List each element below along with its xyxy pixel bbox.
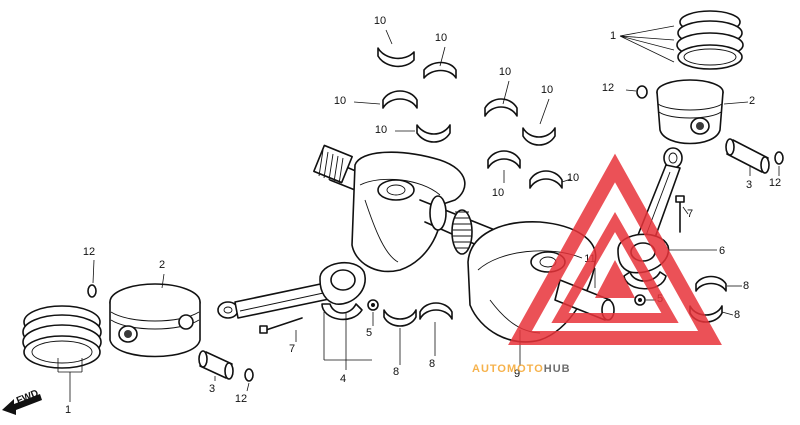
watermark-triangle-mark: [508, 153, 722, 345]
callout-c-1-left: 1: [65, 404, 71, 416]
callout-c-2-left: 2: [159, 259, 165, 271]
circlip-left: [87, 284, 97, 298]
callout-c-10-e: 10: [499, 66, 511, 78]
callout-c-4: 4: [340, 373, 346, 385]
crankshaft-gear: [451, 209, 473, 255]
callout-c-7-right: 7: [687, 208, 693, 220]
rod-bearing-left-a: [383, 309, 417, 327]
callout-c-10-b: 10: [435, 32, 447, 44]
rod-nut-right: [634, 294, 646, 306]
callout-c-7-left: 7: [289, 343, 295, 355]
callout-c-8-b: 8: [734, 309, 740, 321]
crankshaft-spline: [313, 144, 353, 185]
callout-c-12-right: 12: [769, 177, 781, 189]
callout-c-12-top: 12: [602, 82, 614, 94]
callout-c-12-bottom: 12: [235, 393, 247, 405]
piston-rings-left: [22, 305, 102, 369]
piston-pin-right: [725, 138, 770, 174]
piston-pin-left: [198, 350, 234, 380]
callout-c-12-left: 12: [83, 246, 95, 258]
callout-c-2-top: 2: [749, 95, 755, 107]
rod-nut-left: [367, 299, 379, 311]
callout-c-10-f: 10: [541, 84, 553, 96]
main-bearing-shells-center: [484, 98, 563, 189]
circlip-bottom: [244, 368, 254, 382]
callout-c-8-bottom-a: 8: [393, 366, 399, 378]
piston-top: [656, 79, 724, 145]
watermark-part-automoto: AUTOMOTO: [472, 363, 544, 375]
piston-rings-top: [676, 10, 744, 70]
circlip-top: [636, 85, 648, 99]
rod-bearing-left-b: [419, 302, 453, 320]
watermark-part-hub: HUB: [544, 363, 571, 375]
callout-c-10-d: 10: [375, 124, 387, 136]
rod-bolt-left: [265, 317, 303, 331]
callout-c-10-g: 10: [492, 187, 504, 199]
callout-c-6: 6: [719, 245, 725, 257]
callout-c-9: 9: [514, 368, 520, 380]
callout-c-8-a: 8: [743, 280, 749, 292]
callout-c-1-top: 1: [610, 30, 616, 42]
callout-c-3-right: 3: [746, 179, 752, 191]
fwd-arrow-icon: [2, 394, 42, 415]
callout-c-10-c: 10: [334, 95, 346, 107]
callout-c-10-h: 10: [567, 172, 579, 184]
circlip-right: [774, 151, 784, 165]
connecting-rod-left: [217, 262, 366, 321]
leader-lines: [57, 25, 780, 402]
rod-bearing-right-a: [695, 275, 727, 292]
callout-c-3-left: 3: [209, 383, 215, 395]
piston-left: [109, 283, 201, 358]
callout-c-10-a: 10: [374, 15, 386, 27]
watermark-text: AUTOMOTOHUB: [472, 363, 571, 375]
watermark-logo: AUTOMOTOHUB: [472, 153, 722, 375]
callout-c-5-left: 5: [366, 327, 372, 339]
callout-c-8-bottom-b: 8: [429, 358, 435, 370]
main-bearing-shells-left: [377, 47, 457, 143]
